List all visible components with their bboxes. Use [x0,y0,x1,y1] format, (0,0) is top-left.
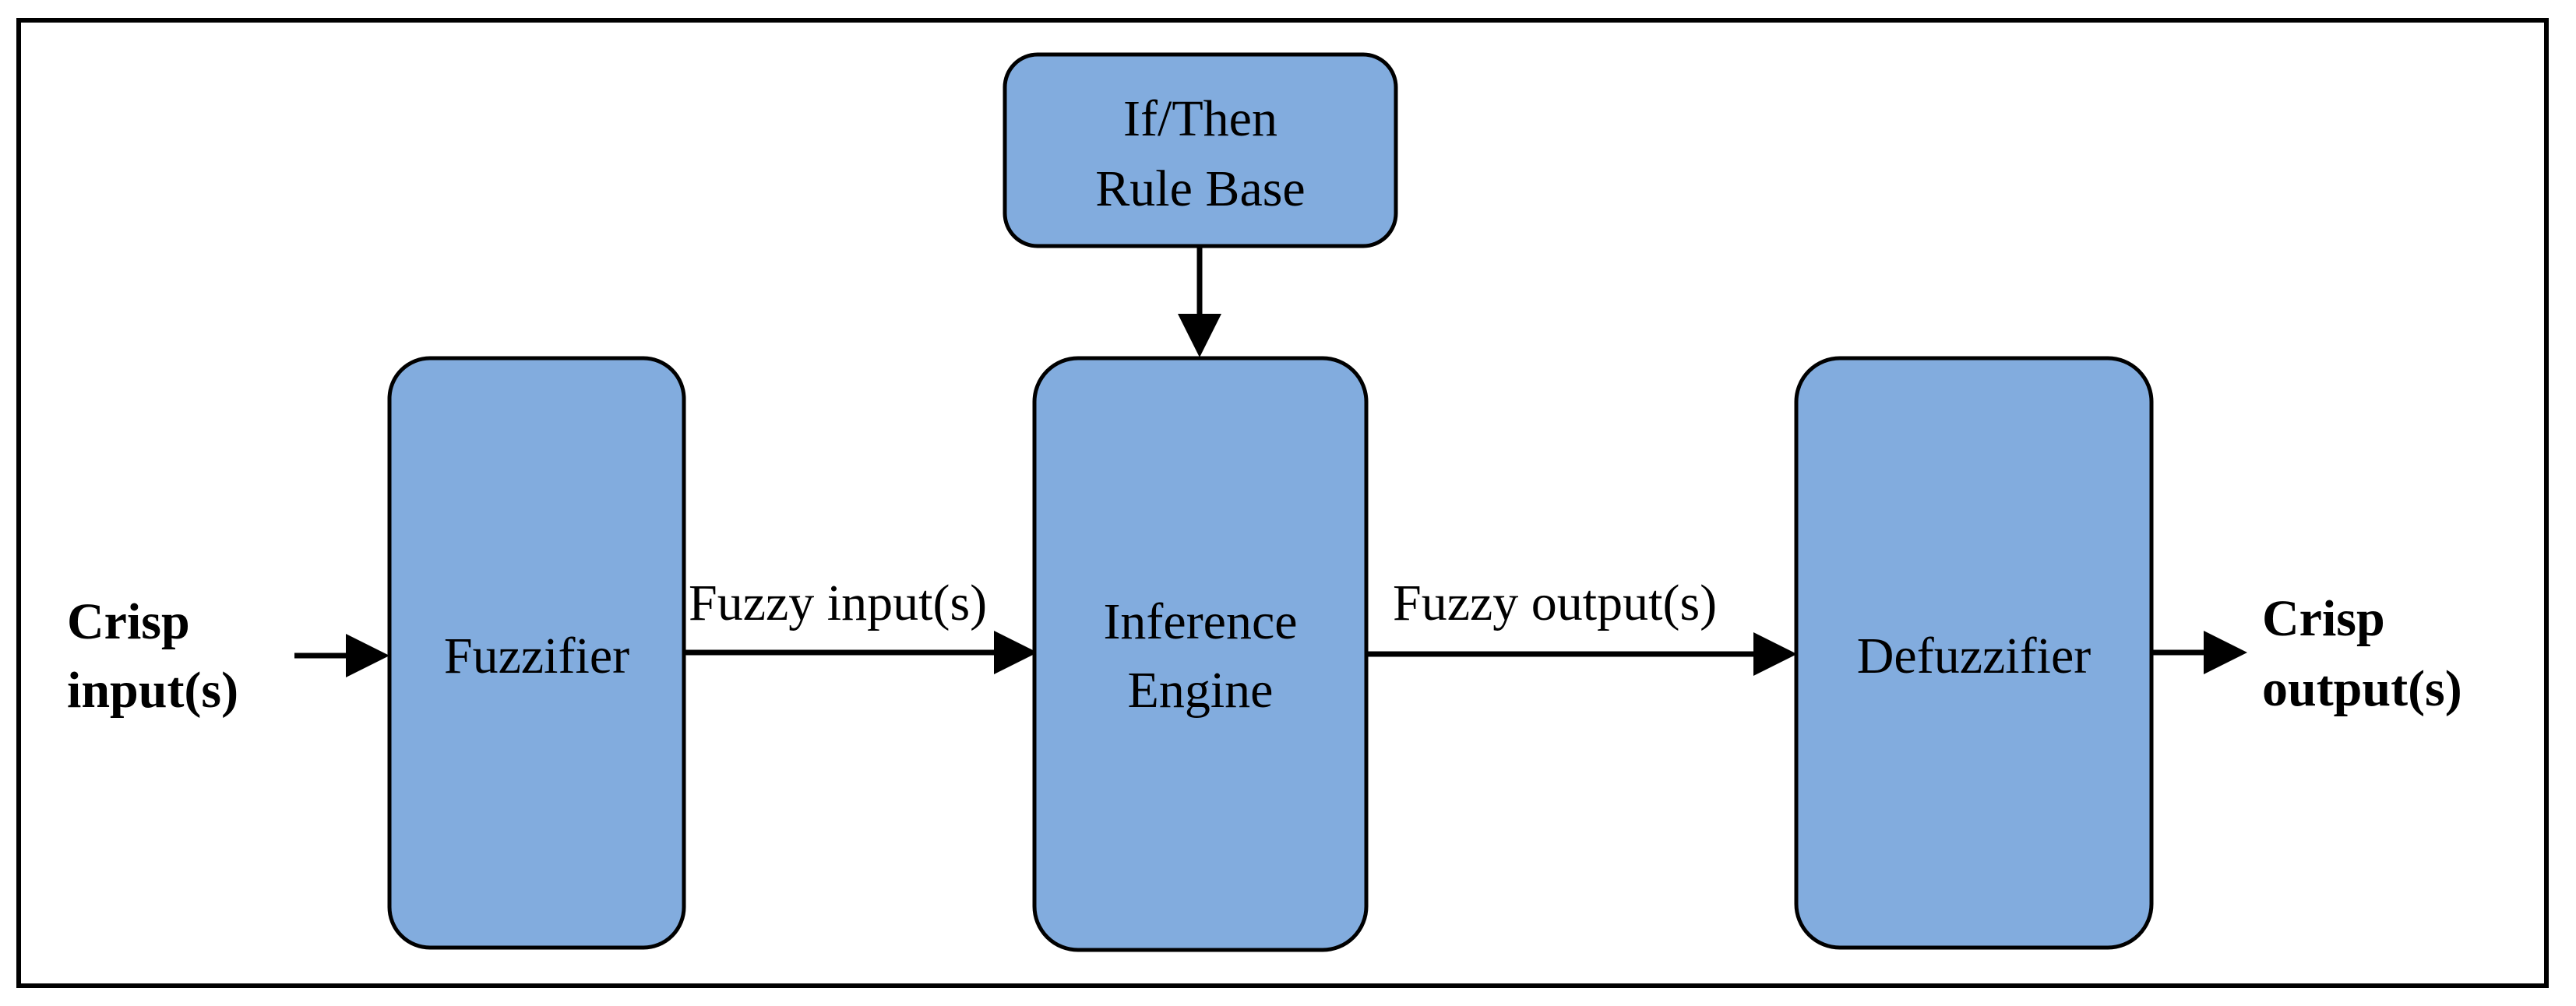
fuzzifier-node: Fuzzifier [387,356,686,950]
crisp-output-label-line1: Crisp [2262,590,2385,647]
defuzzifier-label: Defuzzifier [1857,628,2091,684]
rule-base-node: If/Then Rule Base [1003,52,1398,248]
fuzzy-output-label: Fuzzy output(s) [1393,575,1717,631]
inference-engine-node: Inference Engine [1032,356,1369,952]
crisp-output-label-line2: output(s) [2262,660,2462,717]
crisp-input-label-line1: Crisp [67,593,190,650]
diagram-frame [16,18,2549,988]
fuzzy-input-label: Fuzzy input(s) [689,575,987,631]
fuzzifier-label: Fuzzifier [444,628,629,684]
fuzzifier-box [387,356,686,950]
inference-engine-label-line1: Inference [1103,593,1297,650]
rule-base-label-line1: If/Then [1123,90,1277,147]
inference-engine-label-line2: Engine [1128,662,1274,719]
crisp-input-label-line2: input(s) [67,662,238,719]
rule-base-box [1003,52,1398,248]
rule-base-label-line2: Rule Base [1095,160,1305,217]
inference-engine-box [1032,356,1369,952]
defuzzifier-node: Defuzzifier [1794,356,2154,950]
defuzzifier-box [1794,356,2154,950]
